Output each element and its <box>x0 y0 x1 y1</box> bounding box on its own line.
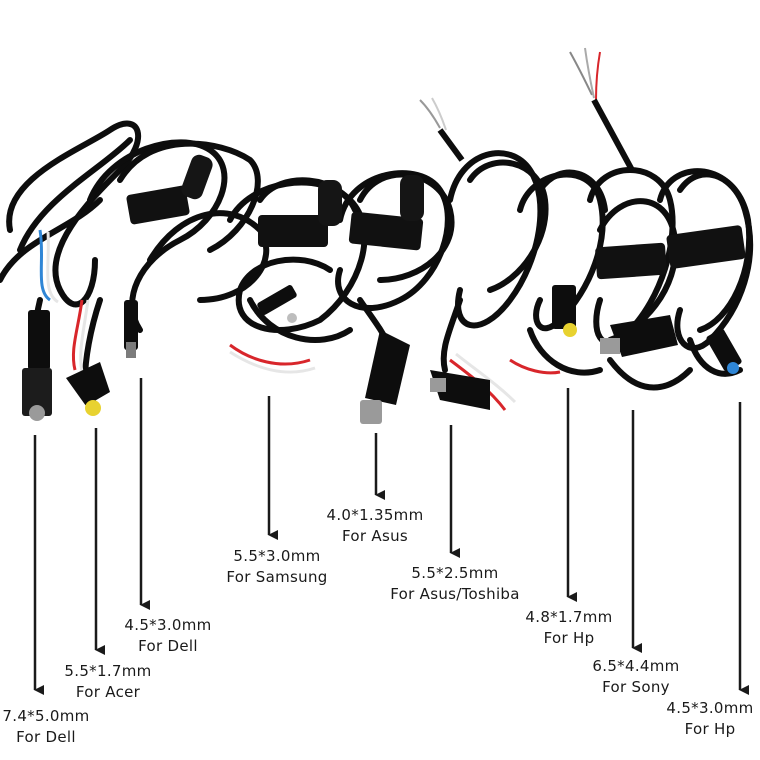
caption-dell-45: 4.5*3.0mm For Dell <box>124 615 211 657</box>
caption-sony: 6.5*4.4mm For Sony <box>592 656 679 698</box>
caption-asus: 4.0*1.35mm For Asus <box>327 505 424 547</box>
bare-wires <box>419 47 635 172</box>
caption-brand: For Sony <box>602 678 670 696</box>
dc-plugs <box>22 285 742 424</box>
caption-brand: For Acer <box>75 683 141 701</box>
caption-size: 5.5*2.5mm <box>411 564 499 582</box>
caption-brand: For Dell <box>138 637 198 655</box>
caption-size: 5.5*1.7mm <box>64 662 152 680</box>
caption-dell-74: 7.4*5.0mm For Dell <box>2 706 89 748</box>
caption-size: 4.8*1.7mm <box>525 608 613 626</box>
caption-size: 7.4*5.0mm <box>2 707 90 725</box>
caption-hp-48: 4.8*1.7mm For Hp <box>525 607 612 649</box>
caption-hp-45: 4.5*3.0mm For Hp <box>666 698 753 740</box>
velcro-ties <box>126 185 746 280</box>
caption-size: 4.5*3.0mm <box>124 616 212 634</box>
caption-acer: 5.5*1.7mm For Acer <box>64 661 151 703</box>
caption-brand: For Hp <box>543 629 595 647</box>
caption-asus-toshiba: 5.5*2.5mm For Asus/Toshiba <box>390 563 519 605</box>
caption-brand: For Hp <box>684 720 736 738</box>
pointer-arrows <box>33 378 749 695</box>
caption-brand: For Asus <box>341 527 409 545</box>
caption-brand: For Dell <box>16 728 76 746</box>
caption-size: 4.5*3.0mm <box>666 699 754 717</box>
caption-size: 4.0*1.35mm <box>326 506 424 524</box>
caption-size: 5.5*3.0mm <box>233 547 321 565</box>
caption-brand: For Asus/Toshiba <box>390 585 520 603</box>
caption-brand: For Samsung <box>226 568 328 586</box>
caption-size: 6.5*4.4mm <box>592 657 680 675</box>
caption-samsung: 5.5*3.0mm For Samsung <box>226 546 327 588</box>
ferrite-cores <box>181 154 424 226</box>
